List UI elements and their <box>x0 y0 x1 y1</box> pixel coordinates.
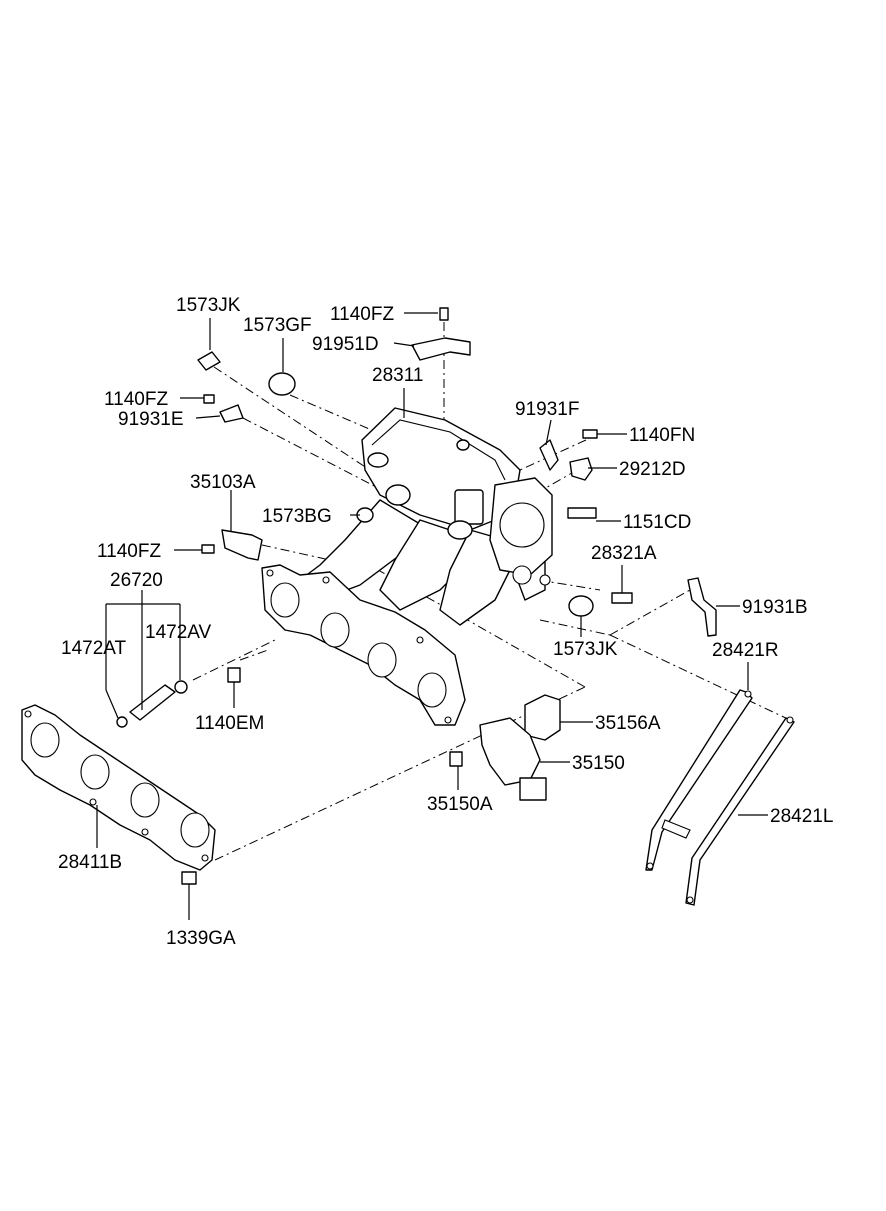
intake-manifold-28311 <box>261 407 553 726</box>
label-1140FZ-left: 1140FZ <box>104 389 168 410</box>
label-1339GA: 1339GA <box>166 928 236 949</box>
label-28311: 28311 <box>372 365 423 386</box>
label-35103A: 35103A <box>190 472 256 493</box>
label-28421L: 28421L <box>770 806 833 827</box>
label-28421R: 28421R <box>712 640 779 661</box>
small-parts <box>116 307 717 885</box>
manifold-gasket-28411B <box>21 704 216 871</box>
label-1140FZ-mid: 1140FZ <box>97 541 161 562</box>
label-1140EM: 1140EM <box>195 713 264 734</box>
label-91931E: 91931E <box>118 409 184 430</box>
leader-lines <box>96 312 768 920</box>
label-35156A: 35156A <box>595 713 661 734</box>
label-91951D: 91951D <box>312 334 379 355</box>
label-1472AV: 1472AV <box>145 622 212 643</box>
label-26720: 26720 <box>110 570 163 591</box>
label-28411B: 28411B <box>58 852 122 873</box>
label-1573JK-mid: 1573JK <box>553 639 618 660</box>
label-91931B: 91931B <box>742 597 808 618</box>
label-28321A: 28321A <box>591 543 657 564</box>
label-1151CD: 1151CD <box>623 512 691 533</box>
label-1140FZ-top: 1140FZ <box>330 304 394 325</box>
label-1573JK-top: 1573JK <box>176 295 241 316</box>
label-1472AT: 1472AT <box>61 638 127 659</box>
label-91931F: 91931F <box>515 399 579 420</box>
stays-28421 <box>645 689 795 906</box>
part-number-labels: 1573JK 1573GF 1140FZ 91951D 28311 1140FZ… <box>58 295 833 949</box>
label-1140FN: 1140FN <box>629 425 695 446</box>
label-35150A: 35150A <box>427 794 493 815</box>
label-1573BG: 1573BG <box>262 506 332 527</box>
label-1573GF: 1573GF <box>243 315 312 336</box>
label-29212D: 29212D <box>619 459 686 480</box>
label-35150: 35150 <box>572 753 625 774</box>
